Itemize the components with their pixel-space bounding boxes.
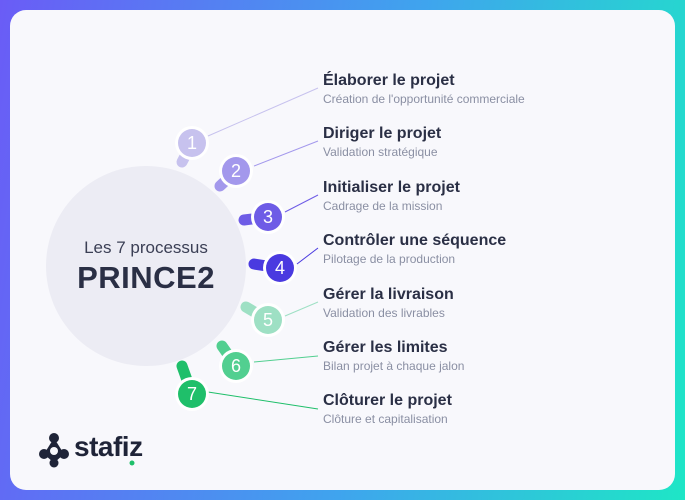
connector-line-1 <box>207 87 319 137</box>
step-description-6: Bilan projet à chaque jalon <box>323 359 465 373</box>
step-number-4: 4 <box>275 258 285 278</box>
pin-head-3 <box>254 203 282 231</box>
connector-line-7 <box>207 391 319 410</box>
step-title-3: Initialiser le projet <box>323 179 460 196</box>
step-pins: 1 2 3 4 5 6 7 <box>175 126 297 411</box>
step-title-2: Diriger le projet <box>323 125 442 142</box>
logo-dot-icon <box>129 460 135 466</box>
step-description-2: Validation stratégique <box>323 145 438 159</box>
step-number-3: 3 <box>263 207 273 227</box>
step-description-4: Pilotage de la production <box>323 252 456 266</box>
pin-head-1 <box>178 129 206 157</box>
pin-head-4 <box>266 254 294 282</box>
step-title-7: Clôturer le projet <box>323 392 452 409</box>
connector-line-2 <box>253 140 319 167</box>
connector-line-3 <box>284 194 319 213</box>
step-title-5: Gérer la livraison <box>323 286 454 303</box>
logo-text: stafiz <box>74 431 143 462</box>
step-title-1: Élaborer le projet <box>323 72 455 89</box>
pin-head-5 <box>254 306 282 334</box>
step-description-5: Validation des livrables <box>323 306 445 320</box>
step-description-7: Clôture et capitalisation <box>323 412 448 426</box>
step-number-2: 2 <box>231 161 241 181</box>
step-number-5: 5 <box>263 310 273 330</box>
connector-line-4 <box>296 247 319 265</box>
stafiz-logo-icon <box>39 433 69 468</box>
pin-head-7 <box>178 380 206 408</box>
step-description-3: Cadrage de la mission <box>323 199 443 213</box>
center-title: PRINCE2 <box>77 260 215 295</box>
center-circle <box>46 166 246 366</box>
center-subtitle: Les 7 processus <box>84 238 208 257</box>
step-number-6: 6 <box>231 356 241 376</box>
connector-line-5 <box>284 301 319 317</box>
pin-head-6 <box>222 352 250 380</box>
step-description-1: Création de l'opportunité commerciale <box>323 92 525 106</box>
step-title-6: Gérer les limites <box>323 339 448 356</box>
step-number-1: 1 <box>187 133 197 153</box>
pin-head-2 <box>222 157 250 185</box>
connector-lines <box>207 87 319 410</box>
step-number-7: 7 <box>187 384 197 404</box>
step-title-4: Contrôler une séquence <box>323 232 507 249</box>
connector-line-6 <box>253 355 319 363</box>
